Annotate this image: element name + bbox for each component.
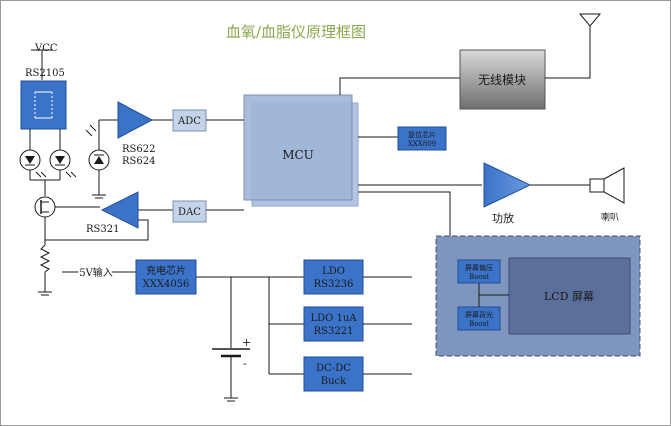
antenna-icon <box>578 13 602 27</box>
battery-icon <box>212 277 250 402</box>
charger-chip: 充电芯片 XXX4056 <box>135 259 197 295</box>
dac-block: DAC <box>172 200 207 223</box>
vcc-label: VCC <box>34 43 58 54</box>
lcd-label: LCD 屏幕 <box>544 289 594 303</box>
rs2105-switch <box>20 80 67 130</box>
led-1 <box>19 149 41 171</box>
photodiode <box>88 120 110 199</box>
mcu-block: MCU <box>243 94 359 207</box>
input-5v-label: 5V输入 <box>79 266 113 279</box>
charger-label-2: XXX4056 <box>143 279 190 290</box>
ldo-rs3236: LDO RS3236 <box>303 259 364 295</box>
diagram-title: 血氧/血脂仪原理框图 <box>226 23 366 41</box>
dcdc-label-2: Buck <box>321 376 347 387</box>
ldo2-label-2: RS3221 <box>314 326 354 337</box>
ldo1-label-1: LDO <box>322 266 345 277</box>
reset-label-1: 复位芯片 <box>408 130 436 139</box>
charger-label-1: 充电芯片 <box>146 264 186 277</box>
ldo1-label-2: RS3236 <box>314 279 354 290</box>
led-2 <box>49 149 71 171</box>
power-amplifier <box>483 162 532 208</box>
mcu-label: MCU <box>282 148 314 162</box>
battery-minus: - <box>243 357 247 370</box>
ldo2-label-1: LDO 1uA <box>310 313 357 324</box>
bias-boost-block: 屏幕偏压 Boost <box>457 259 501 284</box>
rs321-label: RS321 <box>86 224 119 235</box>
bias-label-1: 屏幕偏压 <box>465 263 493 272</box>
rs2105-label: RS2105 <box>25 68 65 79</box>
rs622-label: RS622 <box>122 144 155 155</box>
rs624-label: RS624 <box>122 156 155 167</box>
backlight-boost-block: 屏幕背光 Boost <box>457 306 501 331</box>
bias-label-2: Boost <box>469 273 489 281</box>
dcdc-label-1: DC-DC <box>316 363 351 374</box>
dac-label: DAC <box>178 207 201 218</box>
adc-label: ADC <box>177 116 201 127</box>
dcdc-buck: DC-DC Buck <box>303 356 364 392</box>
reset-label-2: XXX809 <box>408 140 436 148</box>
lcd-panel: LCD 屏幕 <box>435 235 641 357</box>
wireless-label: 无线模块 <box>478 73 526 87</box>
resistor <box>38 244 52 296</box>
reset-chip: 复位芯片 XXX809 <box>397 126 447 151</box>
backlight-label-2: Boost <box>469 320 489 328</box>
rs622-amplifier <box>117 101 154 139</box>
light-arrows <box>35 124 97 178</box>
speaker-icon <box>589 167 625 204</box>
battery-plus: + <box>242 336 251 349</box>
wireless-module: 无线模块 <box>459 49 546 110</box>
amp-label: 功放 <box>492 211 514 225</box>
speaker-label: 喇叭 <box>601 211 619 223</box>
ldo-rs3221: LDO 1uA RS3221 <box>303 306 364 342</box>
vcc-node: VCC <box>31 43 58 80</box>
backlight-label-1: 屏幕背光 <box>465 310 493 319</box>
adc-block: ADC <box>172 109 207 132</box>
